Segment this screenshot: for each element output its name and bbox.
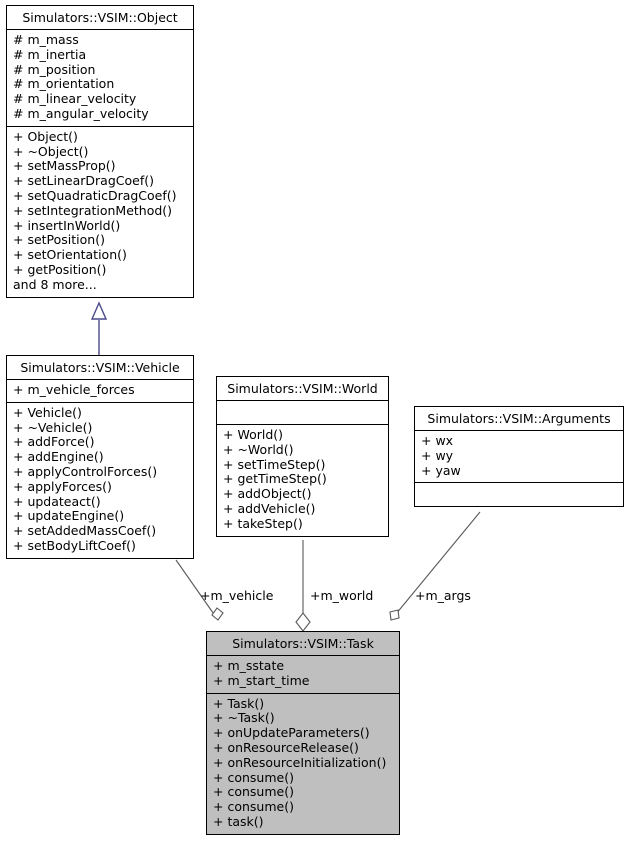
- member-item: + ~Task(): [213, 710, 275, 726]
- class-title-vehicle: Simulators::VSIM::Vehicle: [7, 356, 193, 380]
- member-item: # m_orientation: [13, 76, 115, 92]
- class-title-world: Simulators::VSIM::World: [217, 377, 388, 401]
- member-item: + World(): [223, 427, 284, 442]
- class-box-arguments[interactable]: Simulators::VSIM::Arguments + wx + wy + …: [414, 406, 624, 508]
- member-item: + setQuadraticDragCoef(): [13, 187, 177, 203]
- member-item: + onResourceRelease(): [213, 739, 359, 755]
- member-item: # m_inertia: [13, 46, 87, 62]
- edge-label-m-world: +m_world: [310, 588, 374, 603]
- member-item: + wx: [421, 433, 454, 448]
- member-item: + task(): [213, 813, 264, 829]
- class-operations-world: + World() + ~World() + setTimeStep() + g…: [217, 425, 388, 536]
- member-item: + wy: [421, 447, 454, 463]
- member-item: + setIntegrationMethod(): [13, 202, 173, 218]
- member-item: + updateact(): [13, 493, 101, 509]
- member-item: + setMassProp(): [13, 158, 116, 174]
- member-item: + addVehicle(): [223, 500, 316, 516]
- member-item: + getPosition(): [13, 261, 107, 277]
- member-item: + m_start_time: [213, 672, 310, 688]
- class-operations-vehicle: + Vehicle() + ~Vehicle() + addForce() + …: [7, 403, 193, 558]
- class-attributes-vehicle: + m_vehicle_forces: [7, 380, 193, 403]
- class-operations-object: + Object() + ~Object() + setMassProp() +…: [7, 127, 193, 297]
- class-attributes-task: + m_sstate + m_start_time: [207, 656, 399, 694]
- member-item: + setLinearDragCoef(): [13, 173, 154, 189]
- class-title-task: Simulators::VSIM::Task: [207, 632, 399, 656]
- member-item: + setTimeStep(): [223, 456, 326, 472]
- class-attributes-world: [217, 401, 388, 425]
- class-operations-arguments: [415, 483, 623, 506]
- member-item: + applyControlForces(): [13, 463, 158, 479]
- member-item: + onResourceInitialization(): [213, 754, 387, 770]
- member-item-more: and 8 more...: [13, 276, 97, 292]
- class-attributes-arguments: + wx + wy + yaw: [415, 431, 623, 484]
- member-item: + consume(): [213, 769, 294, 785]
- member-item: # m_linear_velocity: [13, 91, 137, 107]
- member-item: + setAddedMassCoef(): [13, 523, 157, 539]
- edge-label-m-vehicle: +m_vehicle: [200, 588, 274, 603]
- member-item: + consume(): [213, 799, 294, 815]
- member-item: + addForce(): [13, 434, 95, 450]
- class-title-object: Simulators::VSIM::Object: [7, 6, 193, 30]
- member-item: + takeStep(): [223, 515, 303, 531]
- member-item: + ~Object(): [13, 143, 89, 159]
- member-item: + m_vehicle_forces: [13, 382, 135, 397]
- member-item: + ~Vehicle(): [13, 419, 93, 435]
- member-item: + Vehicle(): [13, 404, 82, 420]
- class-box-vehicle[interactable]: Simulators::VSIM::Vehicle + m_vehicle_fo…: [6, 355, 194, 559]
- member-item: + setBodyLiftCoef(): [13, 537, 136, 553]
- class-operations-task: + Task() + ~Task() + onUpdateParameters(…: [207, 694, 399, 834]
- generalization-vehicle-to-object: [90, 301, 108, 355]
- aggregation-task-to-world: [295, 540, 311, 632]
- member-item: + addObject(): [223, 486, 312, 502]
- member-item: + Task(): [213, 695, 265, 711]
- member-item: + setOrientation(): [13, 247, 127, 263]
- member-item: + yaw: [421, 462, 461, 478]
- aggregation-task-to-arguments: [389, 511, 481, 621]
- member-item: # m_position: [13, 61, 96, 77]
- member-item: # m_angular_velocity: [13, 105, 149, 121]
- member-item: + setPosition(): [13, 232, 105, 248]
- class-attributes-object: # m_mass # m_inertia # m_position # m_or…: [7, 30, 193, 127]
- member-item: + addEngine(): [13, 449, 104, 465]
- member-item: + ~World(): [223, 441, 294, 457]
- class-box-task[interactable]: Simulators::VSIM::Task + m_sstate + m_st…: [206, 631, 400, 835]
- member-item: + Object(): [13, 128, 78, 144]
- class-box-world[interactable]: Simulators::VSIM::World + World() + ~Wor…: [216, 376, 389, 537]
- member-item: + m_sstate: [213, 658, 285, 673]
- member-item: + onUpdateParameters(): [213, 725, 370, 741]
- class-title-arguments: Simulators::VSIM::Arguments: [415, 407, 623, 431]
- member-item: + consume(): [213, 784, 294, 800]
- class-box-object[interactable]: Simulators::VSIM::Object # m_mass # m_in…: [6, 5, 194, 298]
- member-item: + insertInWorld(): [13, 217, 121, 233]
- member-item: + getTimeStep(): [223, 471, 327, 487]
- member-item: # m_mass: [13, 32, 79, 47]
- member-item: + updateEngine(): [13, 508, 125, 524]
- edge-label-m-args: +m_args: [415, 588, 471, 603]
- member-item: + applyForces(): [13, 478, 112, 494]
